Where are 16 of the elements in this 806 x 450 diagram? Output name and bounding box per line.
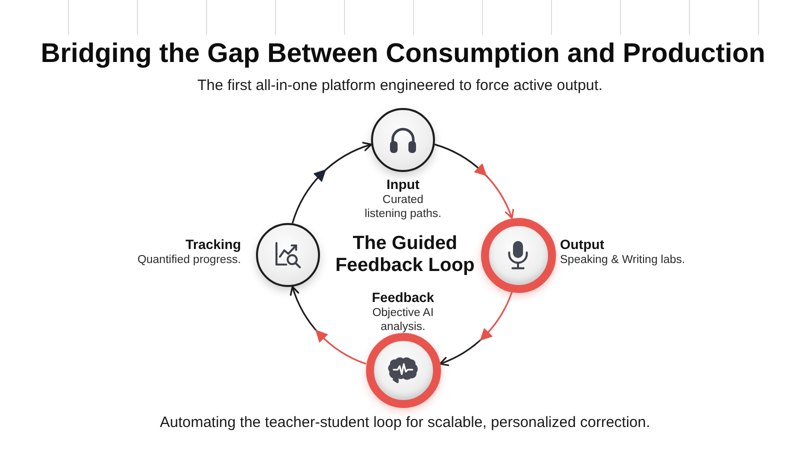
step-description: Quantified progress. [137,254,241,268]
curved-arrow [290,286,366,365]
step-heading: Output [560,237,604,253]
step-description: Objective AI analysis. [371,307,435,334]
curved-arrow [440,292,513,366]
step-description: Speaking & Writing labs. [560,254,686,268]
center-heading: The Guided Feedback Loop [334,233,476,277]
page-title: Bridging the Gap Between Consumption and Production [40,37,766,69]
step-heading: Feedback [372,290,434,306]
step-description: Curated listening paths. [364,194,442,221]
subtitle: The first all-in-one platform engineered to force active output. [197,77,603,95]
caption: Automating the teacher-student loop for scalable, personalized correction. [160,414,650,432]
curved-arrow [292,142,372,224]
curved-arrow [434,144,514,218]
step-heading: Tracking [185,237,241,253]
step-heading: Input [386,177,420,193]
